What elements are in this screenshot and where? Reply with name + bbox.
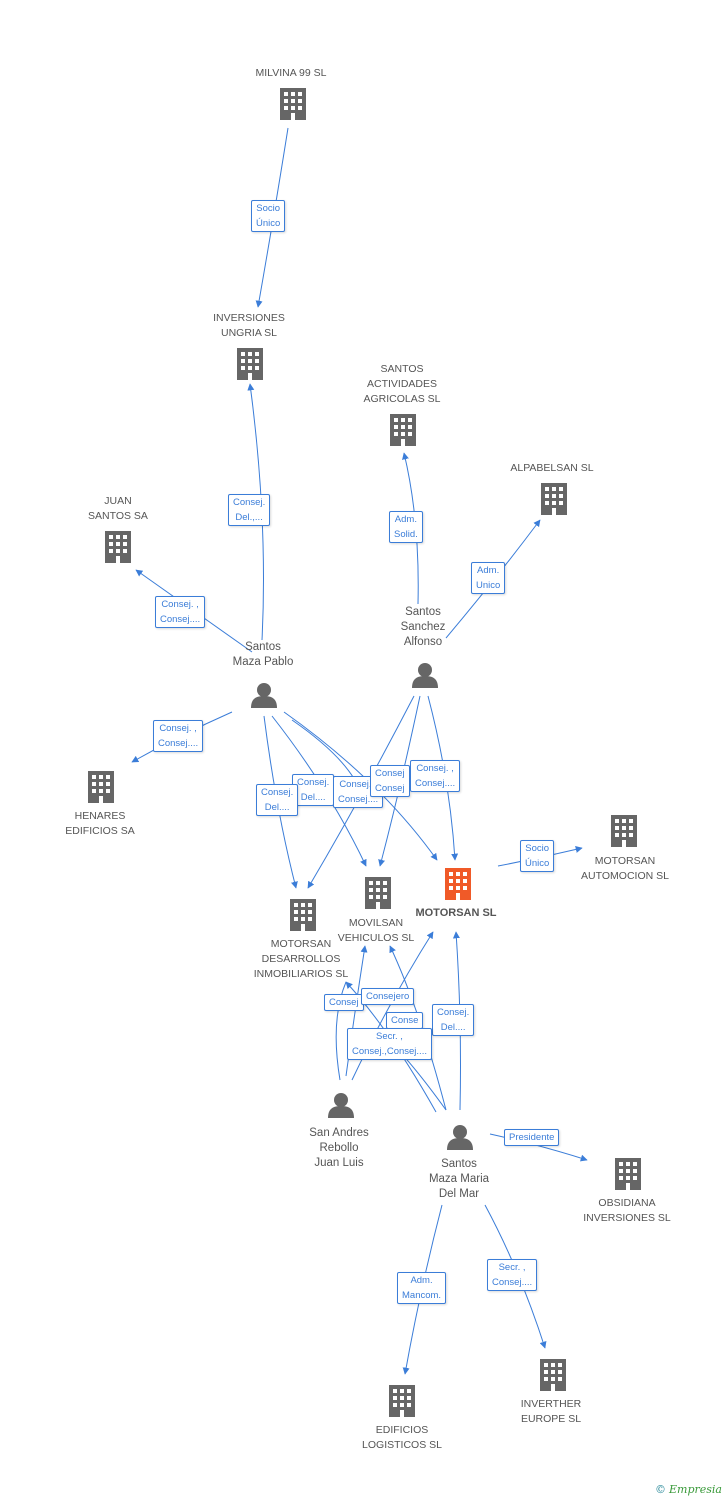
building-icon	[280, 88, 306, 120]
building-icon	[365, 877, 391, 909]
person-icon	[328, 1093, 354, 1118]
person-icon	[447, 1125, 473, 1150]
focus-building-icon	[445, 868, 471, 900]
building-icon	[105, 531, 131, 563]
node-label-motorsan[interactable]: MOTORSAN SL	[415, 907, 497, 919]
edge-mar-obsidiana	[489, 1133, 588, 1162]
relation-label[interactable]: Consej.Del....	[432, 1004, 475, 1036]
relation-label[interactable]: Consej.Del....	[256, 784, 299, 816]
relation-label[interactable]: Presidente	[504, 1129, 560, 1146]
relation-label[interactable]: Consej. ,Consej....	[155, 596, 206, 628]
relation-label[interactable]: Consej	[324, 994, 364, 1011]
building-icon	[615, 1158, 641, 1190]
relation-label[interactable]: Conse	[386, 1012, 424, 1029]
edge-andres-movilsan-2	[335, 981, 347, 1081]
relation-label[interactable]: Adm.Solid.	[389, 511, 423, 543]
relation-label[interactable]: Secr. ,Consej....	[487, 1259, 538, 1291]
node-icons	[88, 88, 641, 1417]
relation-label[interactable]: Consej.Del....	[292, 774, 335, 806]
relation-label[interactable]: Adm.Unico	[471, 562, 506, 594]
relation-label[interactable]: Consejero	[361, 988, 415, 1005]
relation-label[interactable]: Consej. ,Consej....	[153, 720, 204, 752]
person-icon	[412, 663, 438, 688]
person-icon	[251, 683, 277, 708]
brand-name: Empresia	[669, 1483, 722, 1496]
relation-label[interactable]: Adm.Mancom.	[397, 1272, 447, 1304]
building-icon	[541, 483, 567, 515]
building-icon	[540, 1359, 566, 1391]
copyright-symbol: ©	[655, 1483, 666, 1496]
building-icon	[390, 414, 416, 446]
empresia-credit[interactable]: ©Empresia	[655, 1483, 722, 1496]
relation-label[interactable]: Secr. ,Consej.,Consej....	[347, 1028, 432, 1060]
building-icon	[611, 815, 637, 847]
relation-label[interactable]: Consej. ,Consej....	[410, 760, 461, 792]
relation-label[interactable]: Consej.Del.,...	[228, 494, 271, 526]
building-icon	[389, 1385, 415, 1417]
building-icon	[237, 348, 263, 380]
node-label-alpabelsan[interactable]: ALPABELSAN SL	[510, 462, 594, 474]
building-icon	[88, 771, 114, 803]
node-label-milvina[interactable]: MILVINA 99 SL	[255, 67, 327, 79]
